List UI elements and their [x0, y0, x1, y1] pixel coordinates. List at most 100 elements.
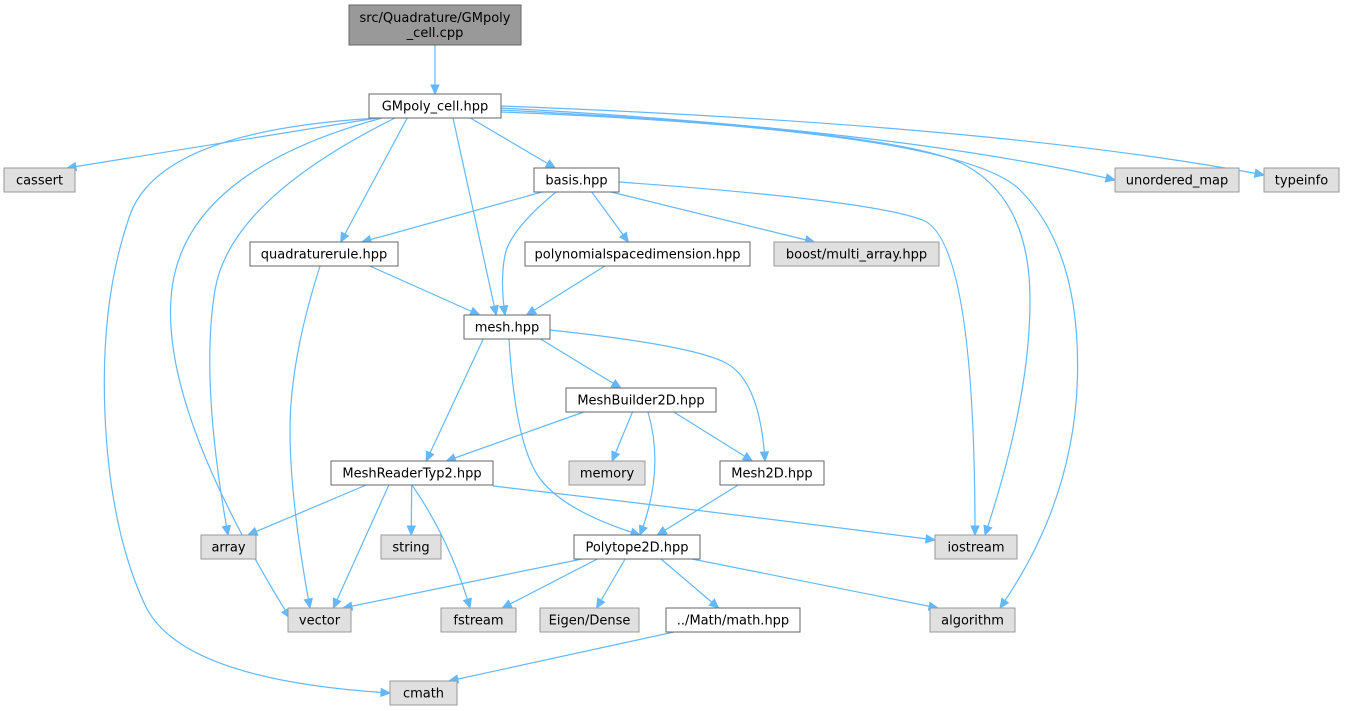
edge-polytope-to-fstream	[501, 558, 598, 609]
node-box	[934, 534, 1018, 560]
node-label: string	[392, 541, 429, 556]
node-box	[440, 607, 517, 633]
node-label: memory	[580, 467, 635, 482]
node-polytope[interactable]: Polytope2D.hpp	[573, 534, 701, 560]
edge-basis-to-multiarray	[610, 191, 816, 245]
node-label: MeshBuilder2D.hpp	[577, 394, 704, 409]
node-mesh[interactable]: mesh.hpp	[463, 314, 551, 340]
node-label: array	[211, 541, 245, 556]
node-cmath[interactable]: cmath	[389, 680, 458, 706]
node-multiarray[interactable]: boost/multi_array.hpp	[773, 241, 940, 267]
edge-basis-to-polyspacedim	[591, 191, 630, 243]
node-box	[3, 167, 76, 193]
node-label: boost/multi_array.hpp	[786, 248, 927, 263]
node-box	[565, 387, 717, 413]
edge-meshreader-to-fstream	[411, 484, 472, 610]
node-box	[719, 460, 825, 486]
edge-layer	[65, 45, 1266, 698]
edge-basis-to-quadraturerule	[360, 191, 543, 245]
node-layer: src/Quadrature/GMpoly_cell.cppGMpoly_cel…	[3, 4, 1340, 706]
edge-mesh-to-meshbuilder	[540, 338, 622, 389]
node-label: cmath	[403, 687, 444, 702]
node-cassert[interactable]: cassert	[3, 167, 76, 193]
node-root[interactable]: src/Quadrature/GMpoly_cell.cpp	[348, 4, 522, 46]
edge-meshreader-to-iostream	[492, 485, 937, 544]
edge-gmpoly-to-array	[209, 117, 396, 537]
edge-gmpoly-to-basis	[470, 117, 557, 169]
node-label: GMpoly_cell.hpp	[382, 100, 489, 115]
node-string[interactable]: string	[380, 534, 442, 560]
edge-polytope-to-algorithm	[691, 558, 940, 611]
node-box	[568, 460, 646, 486]
node-typeinfo[interactable]: typeinfo	[1263, 167, 1340, 193]
edge-gmpoly-to-iostream	[500, 109, 1031, 537]
node-label: Mesh2D.hpp	[731, 467, 812, 482]
node-label: typeinfo	[1275, 174, 1328, 189]
node-box	[929, 607, 1016, 633]
node-fstream[interactable]: fstream	[440, 607, 517, 633]
node-memory[interactable]: memory	[568, 460, 646, 486]
node-label: _cell.cpp	[406, 26, 464, 41]
edge-meshreader-to-array	[246, 484, 367, 536]
edge-quadraturerule-to-vector	[289, 265, 321, 610]
node-meshreader[interactable]: MeshReaderTyp2.hpp	[330, 460, 494, 486]
node-polyspacedim[interactable]: polynomialspacedimension.hpp	[524, 241, 751, 267]
node-label: unordered_map	[1126, 174, 1229, 189]
node-box	[539, 607, 640, 633]
edge-gmpoly-to-cmath	[103, 117, 392, 698]
node-box	[368, 93, 502, 119]
node-box	[573, 534, 701, 560]
edge-mesh2d-to-polytope	[656, 484, 739, 536]
node-quadraturerule[interactable]: quadraturerule.hpp	[249, 241, 399, 267]
edge-mathhpp-to-cmath	[447, 631, 675, 684]
edge-meshreader-to-vector	[332, 484, 390, 610]
node-box	[1263, 167, 1340, 193]
node-array[interactable]: array	[200, 534, 257, 560]
node-label: Eigen/Dense	[549, 614, 631, 629]
node-label: vector	[299, 614, 341, 629]
edge-quadraturerule-to-mesh	[369, 265, 481, 316]
edge-gmpoly-to-unordered_map	[500, 107, 1117, 183]
node-box	[773, 241, 940, 267]
node-box	[287, 607, 352, 633]
node-box	[249, 241, 399, 267]
node-box	[463, 314, 551, 340]
node-meshbuilder[interactable]: MeshBuilder2D.hpp	[565, 387, 717, 413]
node-label: algorithm	[941, 614, 1004, 629]
node-mesh2d[interactable]: Mesh2D.hpp	[719, 460, 825, 486]
node-algorithm[interactable]: algorithm	[929, 607, 1016, 633]
edge-root-to-gmpoly	[430, 45, 440, 96]
node-vector[interactable]: vector	[287, 607, 352, 633]
node-basis[interactable]: basis.hpp	[533, 167, 620, 193]
edge-basis-to-iostream	[618, 181, 980, 537]
node-label: mesh.hpp	[475, 321, 540, 336]
edge-mesh-to-meshreader	[425, 338, 484, 463]
edge-basis-to-mesh	[498, 191, 557, 317]
edge-polytope-to-eigen	[596, 558, 626, 610]
node-label: cassert	[16, 174, 63, 189]
node-label: iostream	[947, 541, 1004, 556]
node-label: basis.hpp	[545, 174, 607, 189]
node-iostream[interactable]: iostream	[934, 534, 1018, 560]
node-unordered_map[interactable]: unordered_map	[1114, 167, 1240, 193]
node-box	[330, 460, 494, 486]
node-box	[200, 534, 257, 560]
node-label: ../Math/math.hpp	[677, 614, 789, 629]
node-eigen[interactable]: Eigen/Dense	[539, 607, 640, 633]
node-label: quadraturerule.hpp	[261, 248, 387, 263]
node-label: MeshReaderTyp2.hpp	[342, 467, 481, 482]
node-label: fstream	[453, 614, 503, 629]
edge-gmpoly-to-mesh	[452, 117, 499, 317]
edge-mesh-to-mesh2d	[549, 329, 770, 463]
node-box	[524, 241, 751, 267]
node-gmpoly[interactable]: GMpoly_cell.hpp	[368, 93, 502, 119]
node-mathhpp[interactable]: ../Math/math.hpp	[665, 607, 801, 633]
node-box	[1114, 167, 1240, 193]
node-box	[380, 534, 442, 560]
node-label: polynomialspacedimension.hpp	[535, 248, 741, 263]
node-box	[665, 607, 801, 633]
edge-mesh-to-polytope	[508, 338, 642, 537]
edge-gmpoly-to-quadraturerule	[340, 117, 408, 244]
edge-meshreader-to-string	[406, 484, 417, 537]
